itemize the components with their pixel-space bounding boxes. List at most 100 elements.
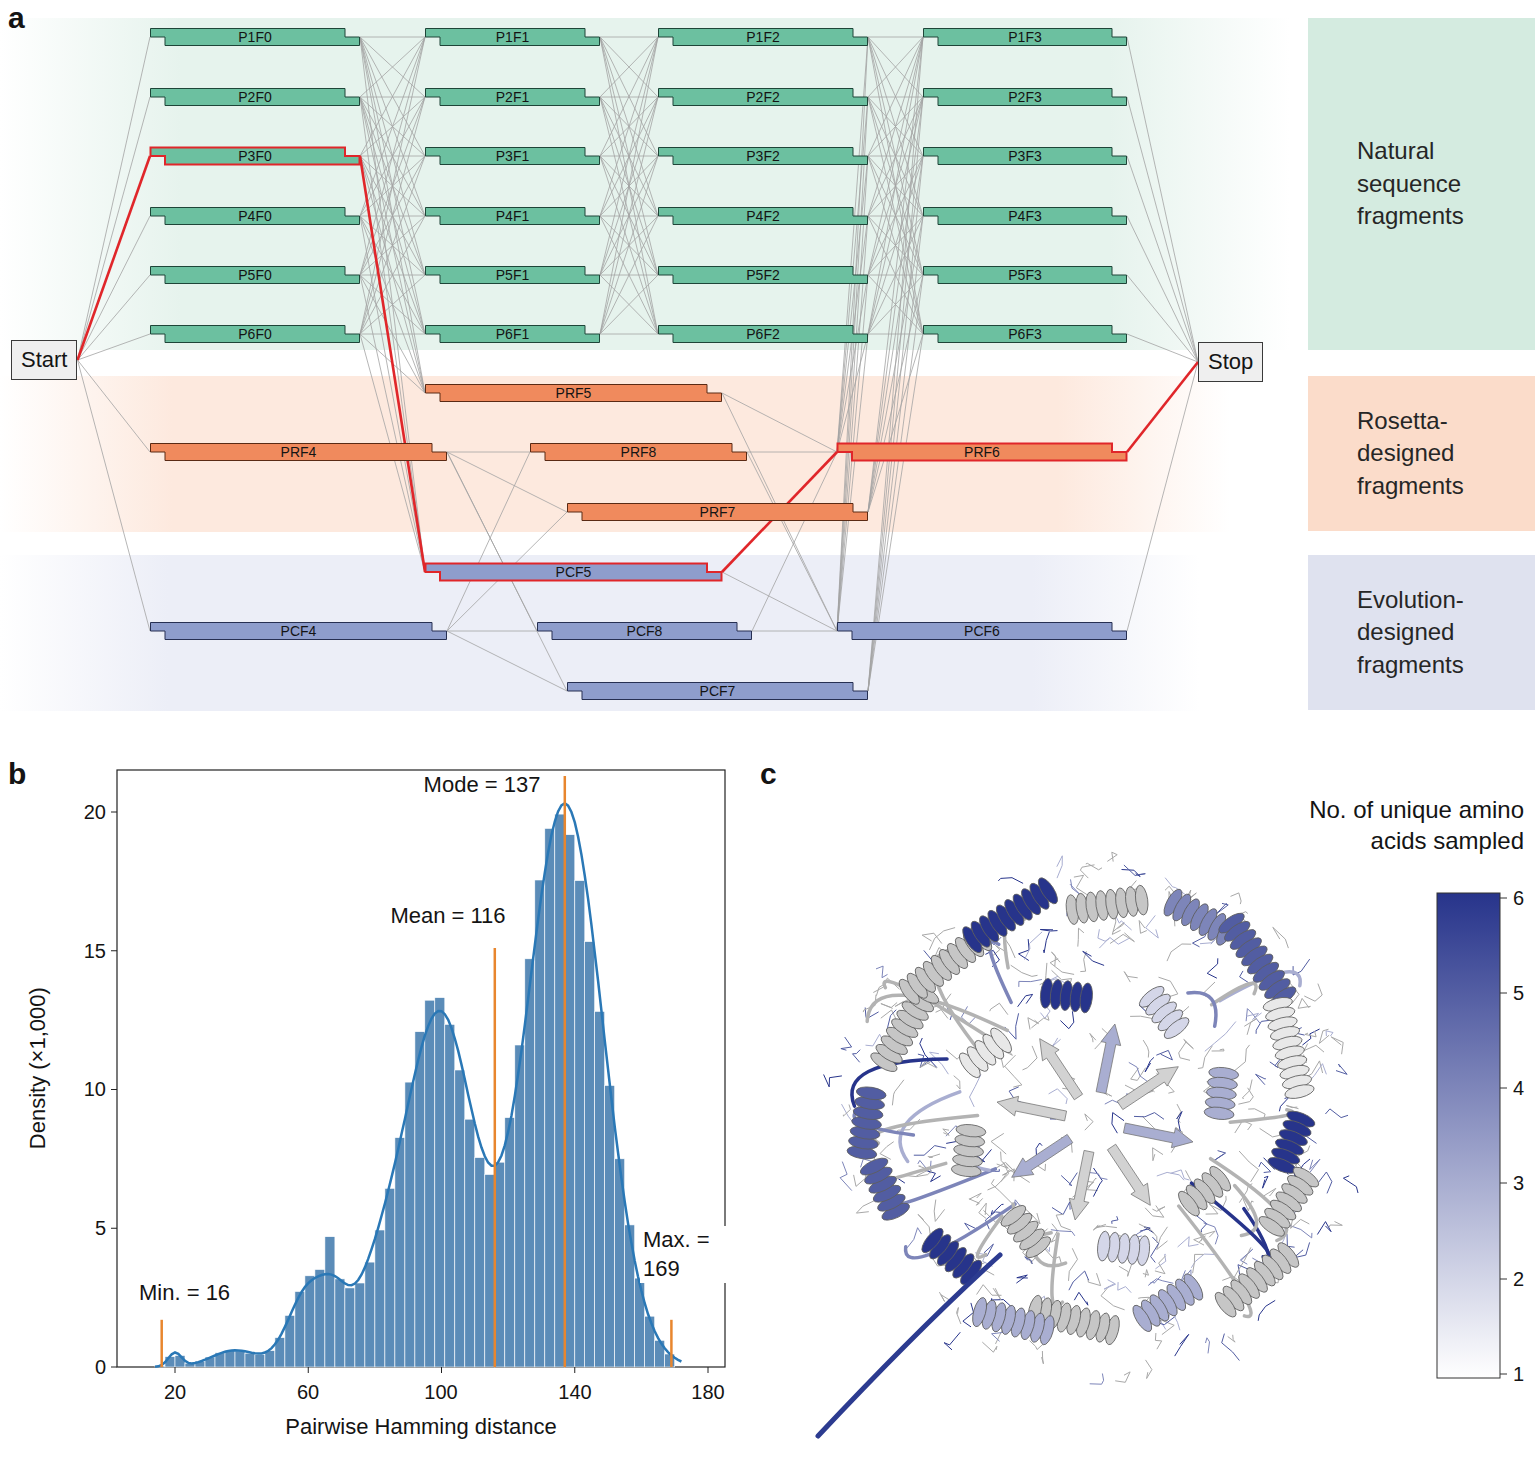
fragment-outline [924,29,1127,46]
fragment-box: P6F2 [658,325,868,343]
histogram-bar [225,1350,235,1367]
side-chain [914,1146,946,1156]
connector [600,37,658,216]
side-chain [1305,1031,1316,1037]
fragment-outline [426,29,600,46]
side-chain [1143,1270,1149,1278]
colorbar-tick [1500,1374,1507,1375]
connector [600,275,658,334]
loop [977,1216,1002,1257]
side-chain [970,1075,981,1107]
side-chain [880,1142,894,1160]
side-chain [943,1129,949,1135]
connector [1127,334,1198,362]
loop [1188,992,1216,1026]
fragment-label: P5F2 [658,266,868,284]
histogram-bar [605,1086,615,1368]
side-chain [1244,1019,1256,1035]
connector [360,275,425,334]
fragment-label: P2F3 [923,88,1127,106]
fragment-box: P1F3 [923,28,1127,46]
colorbar-tick-label: 3 [1513,1171,1524,1195]
fragment-box: P2F3 [923,88,1127,106]
statistic-marker [564,776,567,1367]
fragment-box: PRF5 [425,384,722,402]
density-curve [155,803,681,1367]
side-chain [991,1133,1006,1154]
fragment-box: PRF6 [837,443,1127,461]
category-label: Natural sequence fragments [1357,135,1527,232]
side-chain [1248,1109,1265,1119]
fragment-outline [924,208,1127,225]
connector [360,216,425,572]
side-chain [1319,1172,1332,1193]
histogram-bar [325,1237,335,1367]
side-chain [1298,998,1311,1008]
side-chain [1019,939,1030,960]
colorbar-tick [1500,1088,1507,1089]
side-chain [1025,932,1043,960]
side-chain [1019,980,1042,987]
colorbar-tick-label: 1 [1513,1362,1524,1386]
terminal-strand [818,1255,1000,1436]
fragment-label: P5F0 [150,266,360,284]
side-chain [998,878,1023,884]
axis-tick [111,950,117,951]
connector [360,275,425,334]
fragment-box: PCF4 [150,622,447,640]
side-chain [1139,921,1147,934]
fragment-label: PCF5 [425,563,722,581]
side-chain [856,1200,875,1213]
connector [360,37,425,156]
connector [447,631,537,632]
connector [837,97,868,631]
side-chain [1167,944,1191,961]
connector [600,37,658,156]
fragment-label: P5F3 [923,266,1127,284]
histogram-bar [505,1118,515,1367]
side-chain [1304,1044,1324,1053]
side-chain [1044,932,1050,953]
side-chain [920,1062,937,1068]
axis-tick [574,1367,575,1373]
panel-letter: a [8,0,25,36]
category-label: Rosetta-designed fragments [1357,405,1527,502]
fragment-outline [426,208,600,225]
side-chain [1115,1372,1130,1382]
side-chain [1118,1282,1131,1293]
side-chain [1311,1064,1327,1080]
fragment-outline [568,504,868,521]
axis-tick [175,1367,176,1373]
connector [868,37,923,97]
side-chain [1093,1168,1102,1197]
histogram-bar [355,1283,365,1367]
axis-title: Pairwise Hamming distance [285,1414,556,1440]
loop [1211,1159,1287,1241]
histogram-bar [555,814,565,1367]
fragment-label: P3F1 [425,147,600,165]
fragment-box: PCF5 [425,563,722,581]
connector [447,631,567,691]
loop [1230,1110,1293,1122]
side-chain [1005,1013,1019,1039]
histogram-bar [585,942,595,1367]
fragment-label: PCF7 [567,682,868,700]
loop [990,942,1012,1003]
fragment-box: P4F1 [425,207,600,225]
side-chain [1207,958,1218,978]
side-chain [934,1200,944,1222]
side-chain [1057,856,1063,878]
fragment-outline [151,267,360,284]
histogram-bar [435,998,445,1367]
helix-turn [1134,884,1150,915]
side-chain [1302,1029,1319,1045]
side-chain [1060,1011,1073,1028]
side-chain [1310,1159,1320,1172]
connector [360,334,425,335]
helix-turn [1129,1302,1155,1334]
fragment-outline [538,623,752,640]
histogram-bar [245,1353,255,1367]
beta-strand [1040,1039,1083,1100]
fragment-label: PRF8 [530,443,747,461]
band-natural [0,18,1290,350]
